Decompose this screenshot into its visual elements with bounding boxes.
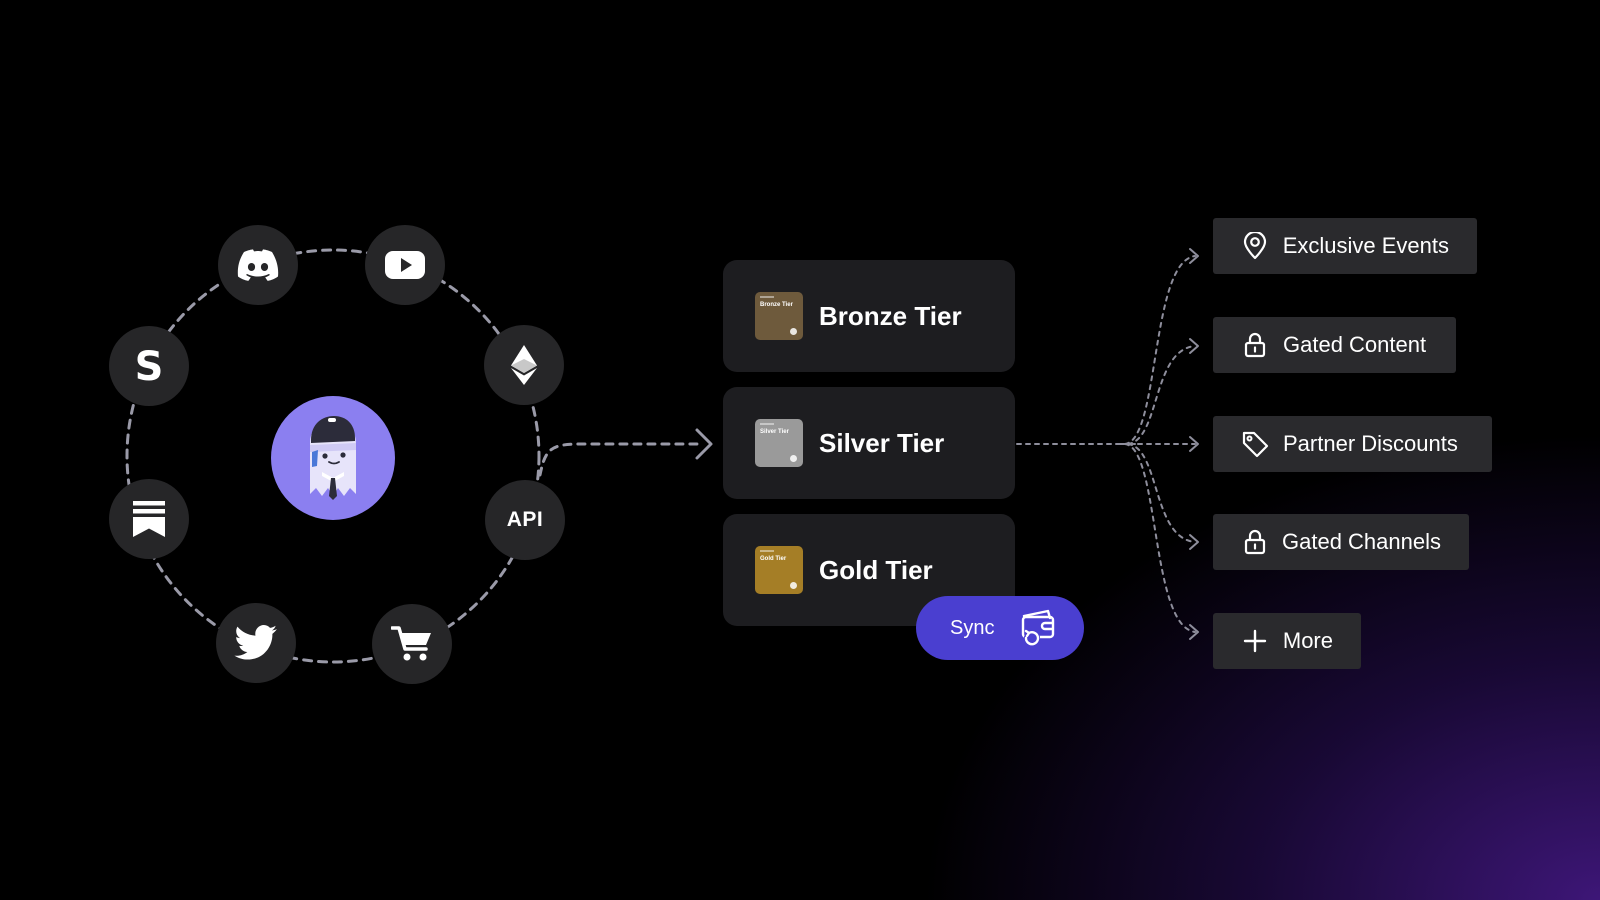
thumb-logo-icon bbox=[790, 328, 797, 335]
tier-thumbnail: Gold Tier bbox=[755, 546, 803, 594]
sync-button[interactable]: Sync bbox=[916, 596, 1084, 660]
twitter-icon bbox=[234, 625, 277, 660]
platform-twitter[interactable] bbox=[216, 603, 296, 683]
benefit-gated-channels[interactable]: Gated Channels bbox=[1213, 514, 1469, 570]
thumb-logo-icon bbox=[790, 582, 797, 589]
tier-thumbnail: Silver Tier bbox=[755, 419, 803, 467]
tier-label: Silver Tier bbox=[819, 427, 945, 458]
shopping-cart-icon bbox=[391, 626, 431, 661]
tier-card-gold[interactable]: Gold Tier Gold Tier bbox=[723, 514, 1015, 626]
benefit-more[interactable]: More bbox=[1213, 613, 1361, 669]
ethereum-icon bbox=[511, 345, 537, 385]
ghost-mascot-icon bbox=[310, 416, 356, 500]
api-label: API bbox=[506, 508, 544, 531]
tier-thumb-text: Gold Tier bbox=[760, 556, 787, 562]
tier-card-bronze[interactable]: Bronze Tier Bronze Tier bbox=[723, 260, 1015, 372]
benefit-gated-content[interactable]: Gated Content bbox=[1213, 317, 1456, 373]
thumb-header bbox=[760, 296, 774, 298]
benefit-label: Exclusive Events bbox=[1282, 233, 1449, 258]
benefit-branch-lines bbox=[1016, 255, 1196, 633]
lock-icon bbox=[1241, 528, 1268, 556]
thumb-header bbox=[760, 550, 774, 552]
platform-ring bbox=[125, 248, 541, 664]
discord-icon bbox=[237, 249, 279, 281]
center-avatar bbox=[271, 396, 395, 520]
s-logo-icon: S bbox=[135, 346, 164, 386]
plus-icon bbox=[1241, 627, 1269, 655]
platform-youtube[interactable] bbox=[365, 225, 445, 305]
benefit-arrowheads bbox=[1189, 248, 1199, 640]
tier-thumb-text: Silver Tier bbox=[760, 429, 789, 435]
thumb-logo-icon bbox=[790, 455, 797, 462]
svg-text:S: S bbox=[135, 346, 164, 386]
benefit-label: Gated Content bbox=[1283, 332, 1427, 357]
platform-substack[interactable] bbox=[109, 479, 189, 559]
substack-icon bbox=[133, 501, 165, 537]
youtube-icon bbox=[385, 251, 425, 279]
location-pin-icon bbox=[1241, 232, 1269, 260]
benefit-partner-discounts[interactable]: Partner Discounts bbox=[1213, 416, 1492, 472]
benefit-label: More bbox=[1282, 628, 1333, 653]
thumb-header bbox=[760, 423, 774, 425]
tier-label: Bronze Tier bbox=[819, 300, 962, 331]
tier-thumb-text: Bronze Tier bbox=[760, 302, 793, 308]
platform-discord[interactable] bbox=[218, 225, 298, 305]
sync-label: Sync bbox=[950, 616, 995, 639]
platform-squarespace[interactable]: S bbox=[109, 326, 189, 406]
lock-icon bbox=[1241, 331, 1269, 359]
wallet-sync-icon bbox=[1022, 609, 1055, 646]
tag-icon bbox=[1241, 430, 1269, 458]
ring-to-tiers-line bbox=[538, 442, 702, 477]
benefit-label: Partner Discounts bbox=[1283, 431, 1458, 456]
tier-label: Gold Tier bbox=[819, 554, 933, 585]
tier-thumbnail: Bronze Tier bbox=[755, 292, 803, 340]
platform-ethereum[interactable] bbox=[484, 325, 564, 405]
tier-card-silver[interactable]: Silver Tier Silver Tier bbox=[723, 387, 1015, 499]
benefit-label: Gated Channels bbox=[1282, 529, 1441, 554]
ring-to-tiers-arrowhead bbox=[695, 428, 713, 460]
benefit-exclusive-events[interactable]: Exclusive Events bbox=[1213, 218, 1477, 274]
platform-cart[interactable] bbox=[372, 604, 452, 684]
platform-api[interactable]: API bbox=[485, 480, 565, 560]
